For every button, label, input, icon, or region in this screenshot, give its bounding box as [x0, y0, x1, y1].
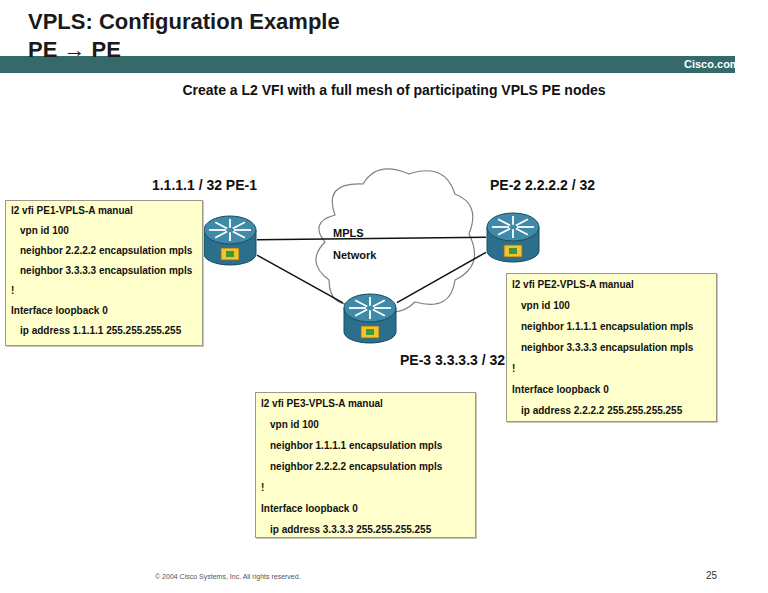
- router-arrow: [512, 229, 514, 238]
- page-number: 25: [706, 570, 717, 581]
- router-arrow: [517, 226, 534, 228]
- router-emblem-inner: [366, 329, 374, 335]
- config-line: neighbor 2.2.2.2 encapsulation mpls: [261, 456, 471, 477]
- config-line: Interface loopback 0: [512, 379, 712, 400]
- config-line: ip address 3.3.3.3 255.255.255.255: [261, 519, 471, 540]
- config-box: l2 vfi PE2-VPLS-A manualvpn id 100neighb…: [506, 273, 717, 422]
- config-line: Interface loopback 0: [261, 498, 471, 519]
- config-line: neighbor 3.3.3.3 encapsulation mpls: [11, 261, 198, 281]
- router-top: [204, 216, 256, 244]
- router-arrow: [215, 232, 227, 238]
- router-arrow: [498, 229, 510, 235]
- router-arrow: [355, 310, 367, 316]
- router-emblem: [504, 245, 522, 257]
- config-box: l2 vfi PE1-VPLS-A manualvpn id 100neighb…: [5, 200, 203, 346]
- config-line: l2 vfi PE1-VPLS-A manual: [11, 201, 198, 221]
- router-arrow: [498, 219, 510, 225]
- config-line: !: [512, 358, 712, 379]
- router-arrow: [233, 222, 245, 228]
- config-line: Interface loopback 0: [11, 301, 198, 321]
- router-arrow: [492, 226, 509, 228]
- config-line: ip address 2.2.2.2 255.255.255.255: [512, 400, 712, 421]
- pe-router: PE-3 3.3.3.3 / 32: [343, 290, 397, 346]
- subtitle: Create a L2 VFI with a full mesh of part…: [10, 82, 768, 98]
- router-arrow: [349, 307, 366, 309]
- router-arrow: [229, 219, 231, 228]
- config-line: l2 vfi PE2-VPLS-A manual: [512, 274, 712, 295]
- router-top: [344, 294, 396, 322]
- router-arrows: [492, 216, 534, 238]
- slide-title: VPLS: Configuration Example PE → PE: [28, 8, 358, 64]
- router-arrow: [512, 216, 514, 225]
- config-line: neighbor 3.3.3.3 encapsulation mpls: [512, 337, 712, 358]
- pe-router: PE-2 2.2.2.2 / 32: [486, 209, 540, 265]
- router-label: PE-3 3.3.3.3 / 32: [400, 352, 505, 368]
- router-arrow: [516, 219, 528, 225]
- router-arrow: [373, 300, 385, 306]
- router-icon: [203, 212, 257, 268]
- router-arrows: [349, 297, 391, 319]
- router-emblem: [361, 326, 379, 338]
- router-arrow: [209, 229, 226, 231]
- router-arrow: [233, 232, 245, 238]
- router-arrow: [215, 222, 227, 228]
- router-emblem: [221, 248, 239, 260]
- router-arrow: [374, 307, 391, 309]
- router-emblem-inner: [509, 248, 517, 254]
- router-arrow: [373, 310, 385, 316]
- router-icon: [343, 290, 397, 346]
- config-line: neighbor 1.1.1.1 encapsulation mpls: [512, 316, 712, 337]
- config-line: vpn id 100: [11, 221, 198, 241]
- config-line: l2 vfi PE3-VPLS-A manual: [261, 393, 471, 414]
- config-box: l2 vfi PE3-VPLS-A manualvpn id 100neighb…: [255, 392, 476, 538]
- config-line: neighbor 2.2.2.2 encapsulation mpls: [11, 241, 198, 261]
- router-arrow: [369, 297, 371, 306]
- router-arrow: [369, 310, 371, 319]
- config-line: neighbor 1.1.1.1 encapsulation mpls: [261, 435, 471, 456]
- router-arrow: [516, 229, 528, 235]
- router-arrow: [355, 300, 367, 306]
- brand-label: Cisco.com: [684, 58, 740, 70]
- copyright-note: © 2004 Cisco Systems, Inc. All rights re…: [155, 573, 301, 580]
- config-line: ip address 1.1.1.1 255.255.255.255: [11, 321, 198, 341]
- router-arrow: [234, 229, 251, 231]
- network-cloud: MPLS Network: [305, 160, 480, 320]
- router-top: [487, 213, 539, 241]
- router-emblem-inner: [226, 251, 234, 257]
- router-label: 1.1.1.1 / 32 PE-1: [152, 177, 257, 193]
- config-line: !: [261, 477, 471, 498]
- config-line: vpn id 100: [261, 414, 471, 435]
- cloud-shape: [316, 169, 475, 312]
- router-label: PE-2 2.2.2.2 / 32: [490, 177, 595, 193]
- config-line: !: [11, 281, 198, 301]
- router-arrow: [229, 232, 231, 241]
- pe-router: 1.1.1.1 / 32 PE-1: [203, 212, 257, 268]
- config-line: vpn id 100: [512, 295, 712, 316]
- router-arrows: [209, 219, 251, 241]
- cloud-label: MPLS Network: [333, 222, 383, 266]
- cloud-outline: [305, 160, 480, 320]
- router-icon: [486, 209, 540, 265]
